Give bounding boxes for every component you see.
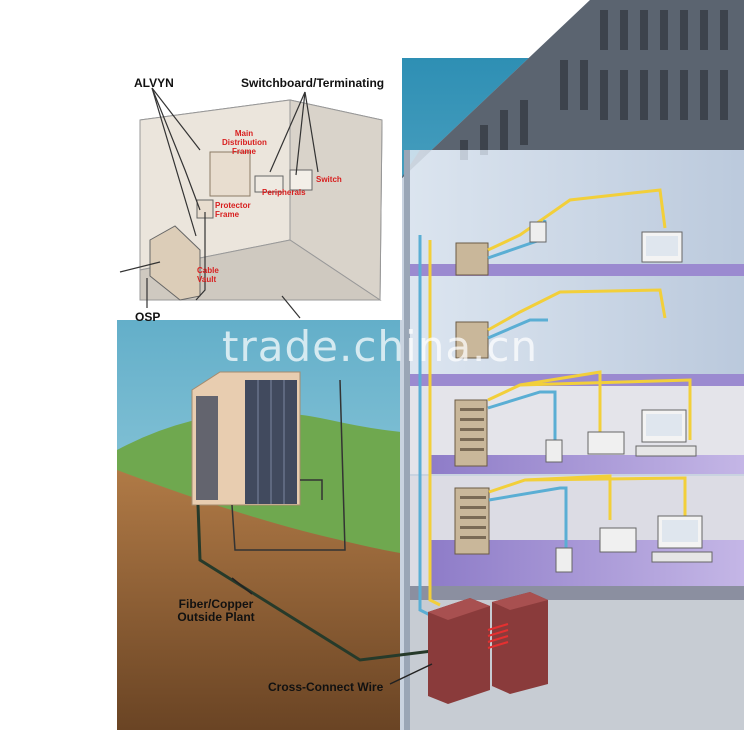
floor-slab [430, 455, 744, 474]
desk-devices [529, 221, 713, 573]
inset-room-diagram [117, 58, 402, 320]
switchboard-label: Switchboard/Terminating [241, 76, 385, 90]
cross-connect-label: Cross-Connect Wire [268, 680, 384, 694]
watermark: trade.china.cn [222, 322, 539, 371]
main-frame-label: Main Distribution Frame [222, 129, 267, 156]
distant-building [191, 371, 346, 551]
cross-connect-cabinets [428, 592, 548, 704]
floor-slab [404, 264, 744, 276]
protector-label: Protector Frame [215, 201, 251, 219]
alvyn-label: ALVYN [134, 76, 174, 90]
cable-vault-label: Cable Vault [197, 266, 219, 284]
osp-label: OSP [135, 310, 161, 324]
fiber-copper-label: Fiber/Copper [178, 597, 254, 611]
office-building [400, 0, 744, 730]
outside-plant-label: Outside Plant [177, 610, 255, 624]
peripherals-label: Peripherals [262, 188, 306, 197]
yellow-cabling [428, 188, 692, 607]
floor-slab [404, 374, 744, 386]
outside-plant-cable [196, 504, 441, 662]
switch-label: Switch [316, 175, 342, 184]
ground [117, 470, 470, 730]
